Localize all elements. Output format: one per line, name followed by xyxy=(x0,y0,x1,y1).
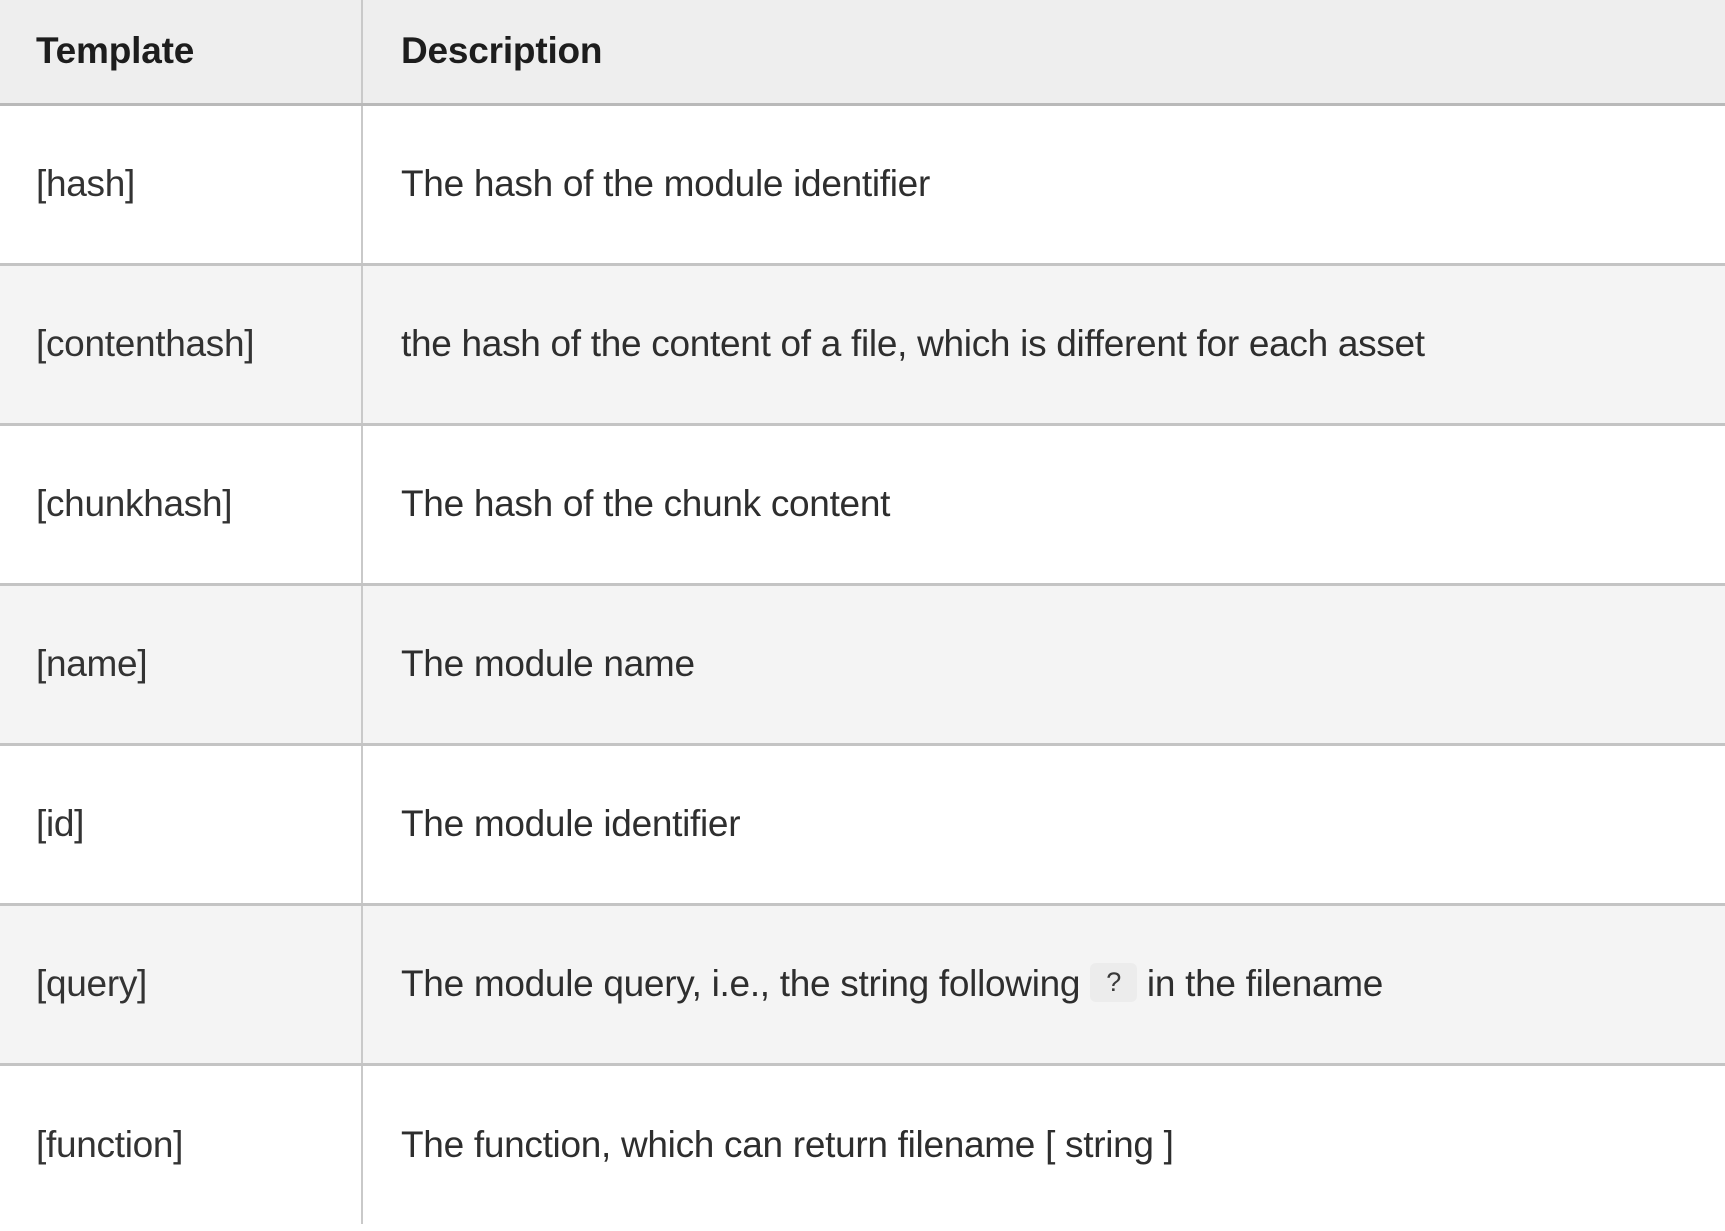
cell-template-description: The hash of the module identifier xyxy=(361,104,1725,266)
cell-template-description: The module identifier xyxy=(361,744,1725,906)
table-row: [chunkhash] The hash of the chunk conten… xyxy=(0,424,1725,586)
table-body: [hash] The hash of the module identifier… xyxy=(0,104,1725,1224)
cell-template-description: The function, which can return filename … xyxy=(361,1064,1725,1224)
cell-template-name: [name] xyxy=(0,584,362,746)
table-header-row: Template Description xyxy=(0,0,1725,106)
table-header: Template Description xyxy=(0,0,1725,106)
cell-template-description: the hash of the content of a file, which… xyxy=(361,264,1725,426)
table-row: [id] The module identifier xyxy=(0,744,1725,906)
cell-template-name: [contenthash] xyxy=(0,264,362,426)
cell-template-description: The module name xyxy=(361,584,1725,746)
cell-template-name: [query] xyxy=(0,904,362,1066)
description-text-pre: The function, which can return filename … xyxy=(401,1123,1174,1165)
table-row: [query] The module query, i.e., the stri… xyxy=(0,904,1725,1066)
table-row: [contenthash] the hash of the content of… xyxy=(0,264,1725,426)
column-header-template: Template xyxy=(0,0,362,106)
table-row: [function] The function, which can retur… xyxy=(0,1064,1725,1224)
description-text-pre: The module identifier xyxy=(401,803,741,844)
description-text-post: in the filename xyxy=(1146,962,1384,1004)
cell-template-description: The module query, i.e., the string follo… xyxy=(361,904,1725,1066)
description-text-pre: The module name xyxy=(401,643,695,684)
description-text-pre: the hash of the content of a file, which… xyxy=(401,323,1425,364)
description-text-pre: The hash of the chunk content xyxy=(401,483,891,524)
inline-code-badge-query-token: ? xyxy=(1090,963,1137,1003)
table-row: [hash] The hash of the module identifier xyxy=(0,104,1725,266)
cell-template-name: [function] xyxy=(36,1123,184,1165)
description-text-pre: The hash of the module identifier xyxy=(401,163,930,204)
cell-template-description: The hash of the chunk content xyxy=(361,424,1725,586)
column-header-description: Description xyxy=(361,0,1725,106)
cell-template-name: [id] xyxy=(0,744,362,906)
description-text-pre: The module query, i.e., the string follo… xyxy=(401,962,1081,1004)
cell-template-name: [chunkhash] xyxy=(0,424,362,586)
table-row: [name] The module name xyxy=(0,584,1725,746)
cell-template-name: [hash] xyxy=(0,104,362,266)
